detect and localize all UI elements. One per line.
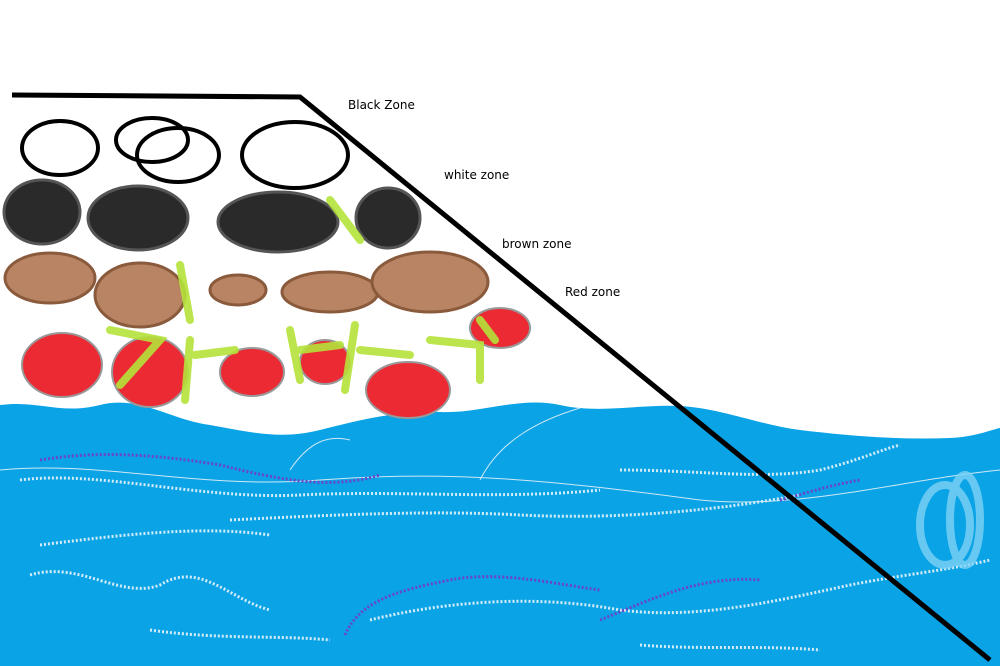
white-zone-label: white zone [444, 168, 510, 182]
red-zone-label: Red zone [565, 285, 621, 299]
black-stones [2, 178, 422, 254]
white-wave-streaks [19, 443, 991, 652]
black-zone-label: Black Zone [348, 98, 415, 112]
red-stones [21, 307, 531, 419]
brown-zone-label: brown zone [502, 237, 572, 251]
thin-white-lines [0, 407, 1000, 503]
zone-boundary-line [11, 92, 992, 662]
brown-stones [3, 250, 490, 329]
green-plants [106, 196, 499, 404]
white-stones [20, 116, 350, 190]
blue-swirl [916, 471, 984, 569]
purple-wave-streaks [39, 453, 861, 636]
water-area [0, 402, 1000, 666]
